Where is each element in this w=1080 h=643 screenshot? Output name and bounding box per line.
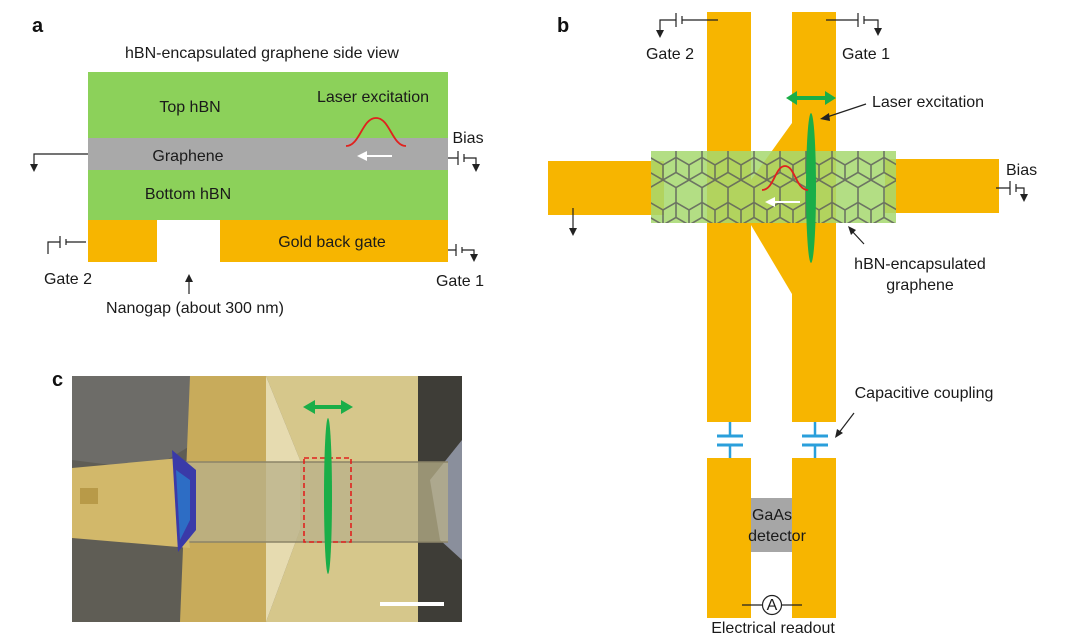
panel-b-letter: b [557, 15, 569, 37]
coupling-pointer-icon [835, 412, 855, 438]
panel-a-pulse-icon [345, 117, 407, 147]
micrograph [72, 376, 462, 622]
panel-b: b Gate 2 [548, 12, 1037, 637]
graphene-label: Graphene [152, 148, 223, 165]
nanogap-label: Nanogap (about 300 nm) [106, 300, 284, 317]
right-lower-electrode [792, 458, 836, 618]
hbn-label-line2: graphene [886, 277, 954, 294]
gold-back-gate-label: Gold back gate [278, 234, 386, 251]
panel-a-left-ground-icon [30, 153, 88, 172]
panel-b-left-ground-icon [569, 208, 577, 236]
ammeter-symbol: A [767, 597, 778, 614]
readout-label: Electrical readout [711, 620, 835, 637]
panel-a-laser-label: Laser excitation [317, 89, 429, 106]
panel-a-gate1-label: Gate 1 [436, 273, 484, 290]
left-lower-electrode [707, 458, 751, 618]
micrograph-polarization-double-arrow-icon [303, 400, 353, 414]
panel-b-laser-pointer-icon [820, 103, 867, 121]
bottom-hbn-layer [88, 170, 448, 220]
laser-spot-icon [806, 113, 816, 263]
panel-b-laser-label: Laser excitation [872, 94, 984, 111]
graphene-layer [88, 138, 448, 170]
panel-a-bias-battery-icon [448, 151, 480, 172]
graphene-flake [651, 151, 896, 223]
panel-b-bias-label: Bias [1006, 162, 1037, 179]
nanogap-arrow-icon [185, 274, 193, 294]
panel-a-bias-label: Bias [452, 130, 483, 147]
hbn-pointer-icon [848, 226, 865, 245]
panel-b-propagation-arrow-icon [765, 197, 800, 207]
detector-label-line1: GaAs [752, 507, 792, 524]
detector-label-line2: detector [748, 528, 806, 545]
gate2-electrode [88, 220, 157, 262]
panel-b-gate1-battery-icon [826, 13, 882, 36]
capacitor-right-icon [802, 422, 828, 460]
panel-a-gate2-label: Gate 2 [44, 271, 92, 288]
panel-c-letter: c [52, 369, 63, 391]
panel-b-pulse-icon [761, 165, 809, 191]
top-hbn-label: Top hBN [159, 99, 220, 116]
gold-back-gate-electrode [220, 220, 448, 262]
capacitor-left-icon [717, 422, 743, 460]
panel-a-gate2-battery-icon [47, 236, 86, 254]
bottom-hbn-label: Bottom hBN [145, 186, 231, 203]
panel-b-bias-battery-icon [996, 181, 1028, 202]
panel-a-propagation-arrow-icon [357, 151, 392, 161]
panel-b-gate1-label: Gate 1 [842, 46, 890, 63]
right-bias-contact-electrode [885, 159, 999, 213]
gaas-detector [751, 498, 792, 552]
panel-a-letter: a [32, 15, 44, 37]
polarization-double-arrow-icon [786, 91, 836, 105]
panel-a: a hBN-encapsulated graphene side view To… [30, 15, 484, 317]
micrograph-laser-spot-icon [324, 418, 332, 574]
panel-b-gate2-battery-icon [656, 13, 718, 38]
panel-a-title: hBN-encapsulated graphene side view [125, 45, 399, 62]
coupling-label: Capacitive coupling [855, 385, 994, 402]
left-contact-electrode [548, 161, 664, 215]
panel-c: c [52, 369, 462, 622]
panel-a-gate1-battery-icon [448, 244, 478, 262]
ammeter-icon [761, 594, 783, 616]
panel-b-gate2-label: Gate 2 [646, 46, 694, 63]
hbn-label-line1: hBN-encapsulated [854, 256, 986, 273]
